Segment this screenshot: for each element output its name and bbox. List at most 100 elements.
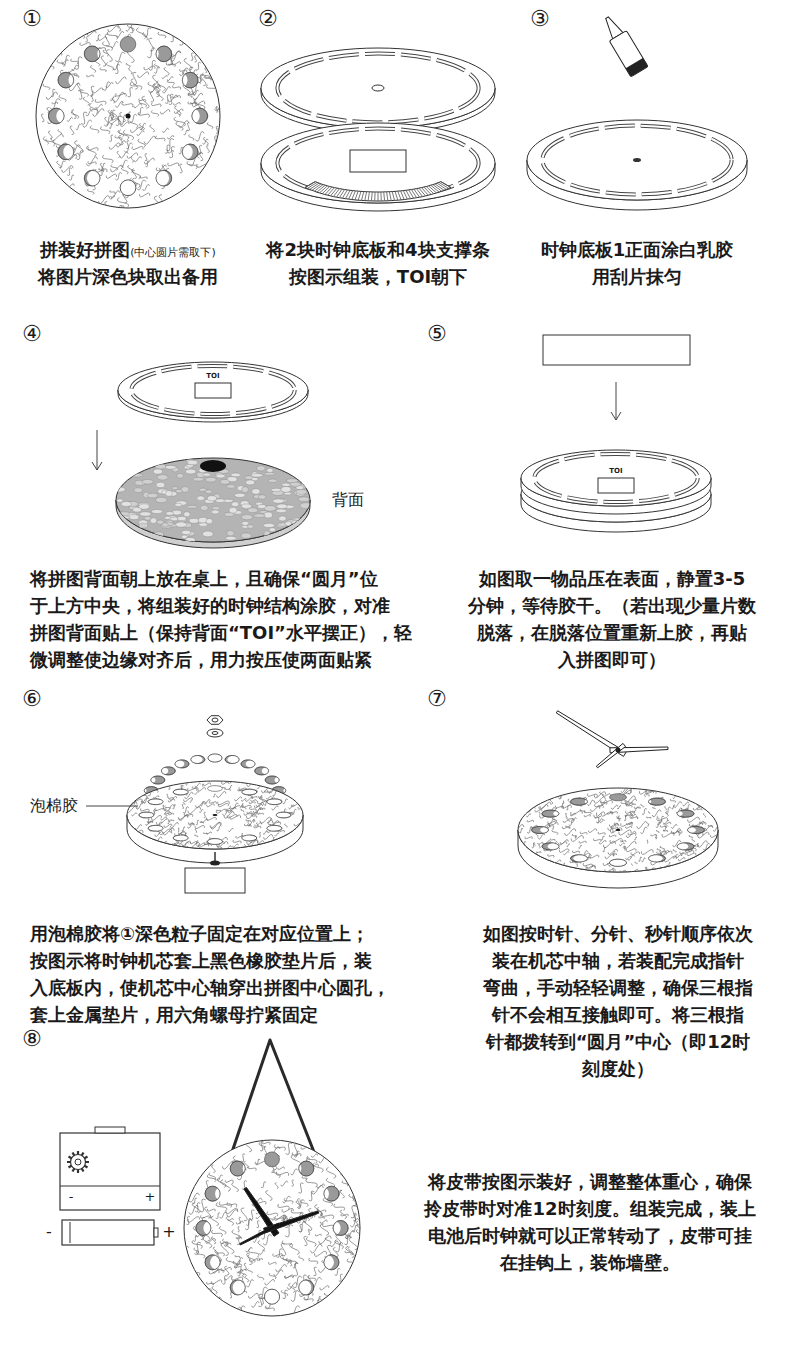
polarity-mark: +: [162, 1222, 176, 1241]
moon-outline: [192, 108, 208, 124]
puzzle-back-piece: [154, 532, 163, 538]
moon-piece: [610, 794, 627, 801]
puzzle-back-piece: [134, 488, 142, 493]
moon-outline: [208, 839, 223, 845]
moon-outline: [208, 754, 222, 762]
moon-outline: [175, 760, 189, 768]
puzzle-back-piece: [197, 496, 205, 501]
clock-hand: [596, 743, 625, 767]
puzzle-back-piece: [251, 474, 263, 477]
moon-outline: [267, 825, 282, 831]
battery-band: [70, 1222, 71, 1243]
moon-outline: [156, 170, 172, 186]
puzzle-back-piece: [139, 523, 148, 528]
puzzle-back-piece: [176, 489, 183, 493]
puzzle-back-piece: [241, 504, 251, 508]
puzzle-back-piece: [247, 524, 253, 528]
puzzle-back-piece: [177, 516, 186, 520]
clock-hand: [556, 711, 626, 757]
gear: [71, 1155, 86, 1170]
moon-outline: [265, 776, 279, 784]
plate-mark: TOI: [198, 372, 228, 380]
puzzle-back-piece: [165, 466, 177, 470]
puzzle-back-piece: [203, 473, 211, 476]
moon-piece: [610, 859, 627, 866]
puzzle-back-piece: [232, 502, 239, 507]
arrow-line: [616, 382, 617, 420]
puzzle-pattern: [182, 1141, 366, 1317]
moon-shadow: [257, 799, 272, 805]
slot-ring: [534, 454, 697, 502]
puzzle-back-piece: [176, 522, 187, 527]
moon-outline: [161, 767, 175, 775]
puzzle-back-piece: [277, 504, 288, 509]
moon-outline: [688, 826, 705, 833]
moon-outline: [156, 46, 172, 62]
slot-ring: [542, 126, 731, 195]
arrow-line: [97, 430, 98, 470]
moon-piece: [208, 754, 222, 762]
moon-piece: [208, 786, 223, 792]
moon-outline: [677, 843, 694, 850]
puzzle-back-piece: [216, 499, 225, 503]
puzzle-back-piece: [292, 518, 302, 523]
puzzle-swirl: [126, 779, 307, 851]
step-number: ④: [22, 321, 42, 347]
puzzle-back-piece: [211, 510, 219, 514]
center-hole: [616, 829, 621, 831]
battery-terminal: [154, 1228, 158, 1237]
slot-ring: [277, 54, 478, 123]
moon-outline: [173, 789, 188, 795]
puzzle-back-piece: [290, 482, 301, 486]
step2-plates: [261, 48, 495, 211]
puzzle-back-piece: [242, 521, 249, 525]
moon-outline: [571, 855, 588, 862]
puzzle-back-piece: [151, 510, 163, 514]
moon-piece: [208, 839, 223, 845]
clock-movement: [185, 868, 245, 893]
puzzle-disk: [184, 1140, 360, 1316]
puzzle-back-piece: [292, 521, 299, 524]
puzzle-back-piece: [269, 528, 275, 532]
plate-slot: [350, 150, 406, 172]
plate-slot: [195, 383, 231, 398]
step-number: ③: [530, 6, 550, 32]
puzzle-back-piece: [186, 469, 196, 474]
puzzle-back-piece: [156, 482, 165, 487]
moon-shadow: [314, 1186, 329, 1201]
step4-parts: [92, 362, 312, 548]
puzzle-back-piece: [165, 516, 171, 519]
metal-washer-hole: [212, 732, 218, 735]
arrow-head: [92, 462, 102, 470]
puzzle-back-piece: [263, 523, 275, 527]
glue-bottle: [598, 13, 648, 77]
moon-outline: [299, 1161, 314, 1176]
step-number: ⑦: [427, 686, 447, 712]
puzzle-back-piece: [254, 514, 265, 518]
puzzle-back-piece: [175, 503, 182, 506]
moon-outline: [58, 72, 74, 88]
moon-outline: [241, 760, 255, 768]
moon-outline: [649, 798, 666, 805]
puzzle-back-piece: [205, 477, 216, 482]
moon-shadow: [153, 825, 168, 831]
full-moon-gap: [200, 460, 226, 472]
puzzle-back-piece: [142, 479, 154, 484]
puzzle-back-piece: [150, 518, 157, 524]
moon-outline: [610, 859, 627, 866]
puzzle-back-piece: [165, 490, 172, 496]
movement-box: [60, 1133, 160, 1210]
puzzle-back-piece: [155, 497, 167, 503]
puzzle-back-piece: [267, 468, 273, 472]
moon-outline: [182, 72, 198, 88]
moon-shadow: [208, 754, 222, 762]
step-number: ⑤: [427, 321, 447, 347]
moon-outline: [58, 144, 74, 160]
puzzle-back-piece: [155, 464, 165, 469]
puzzle-disk: [518, 788, 718, 872]
puzzle-back: [116, 458, 310, 542]
puzzle-back-piece: [206, 518, 213, 523]
puzzle-back-piece: [252, 489, 260, 495]
puzzle-back-piece: [227, 485, 235, 489]
instruction-text: 将图片深色块取出备用: [8, 263, 248, 290]
